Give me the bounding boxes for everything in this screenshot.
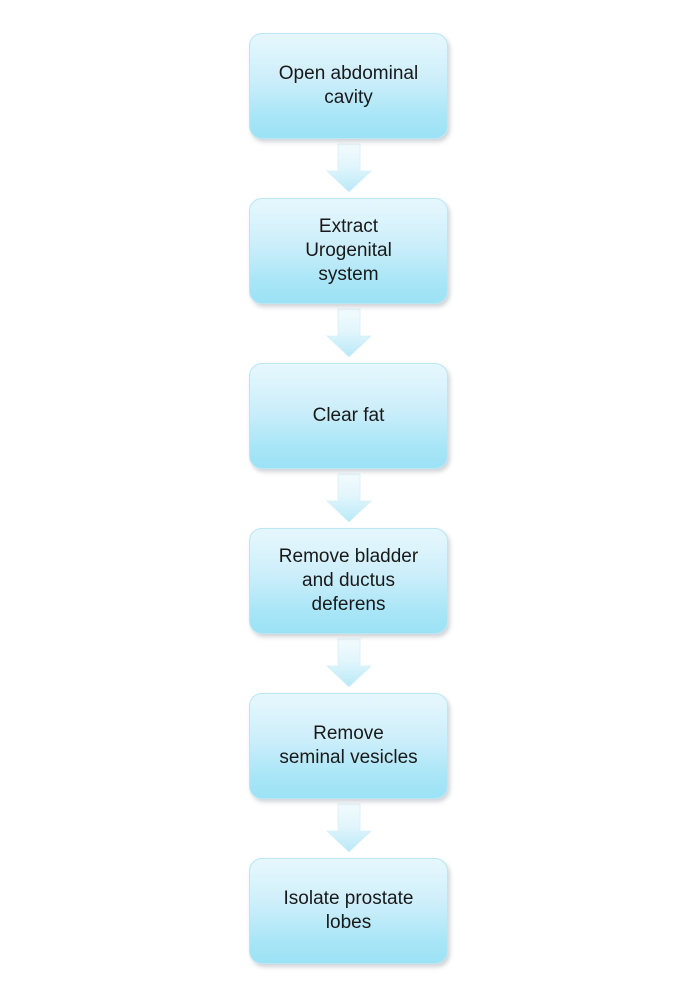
flow-node-label: Isolate prostate lobes [283,888,414,933]
flow-node-label: Remove seminal vesicles [279,723,418,768]
flow-step-column: Open abdominal cavity Extract Urogenital… [249,33,448,964]
flow-node-step-1[interactable]: Open abdominal cavity [249,33,448,139]
arrow-down-icon [325,473,372,523]
flow-node-step-2[interactable]: Extract Urogenital system [249,198,448,304]
arrow-down-icon [325,308,372,358]
flow-node-step-4[interactable]: Remove bladder and ductus deferens [249,528,448,634]
flow-node-step-5[interactable]: Remove seminal vesicles [249,693,448,799]
arrow-down-icon [325,143,372,193]
flow-node-label: Clear fat [312,405,385,426]
arrow-down-icon [325,638,372,688]
flow-node-label: Open abdominal cavity [278,63,419,108]
arrow-down-icon [325,803,372,853]
flow-node-label: Extract Urogenital system [305,216,392,285]
flow-node-label: Remove bladder and ductus deferens [278,546,419,615]
flow-node-step-6[interactable]: Isolate prostate lobes [249,858,448,964]
flow-node-step-3[interactable]: Clear fat [249,363,448,469]
